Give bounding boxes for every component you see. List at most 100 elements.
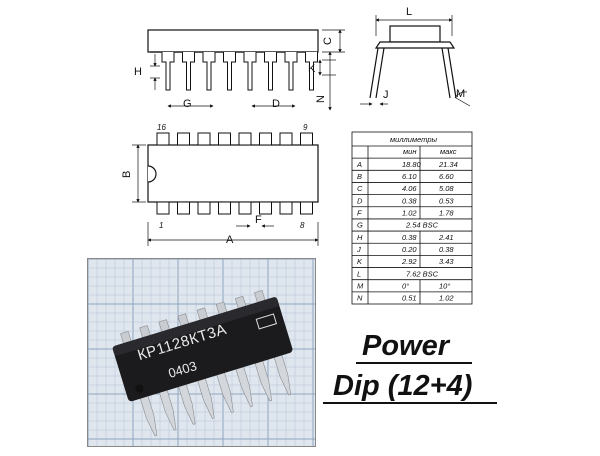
dim-label-j: J	[383, 89, 389, 101]
table-cell-min: 0.51	[402, 294, 417, 303]
side-pin	[223, 52, 236, 91]
table-cell-span: 2.54 BSC	[405, 221, 439, 230]
caption-underline-1	[356, 362, 472, 364]
table-title: миллиметры	[390, 135, 438, 144]
table-row-key: A	[356, 160, 362, 169]
top-pin-upper	[259, 132, 272, 146]
table-row-key: C	[357, 184, 363, 193]
table-cell-span: 7.62 BSC	[406, 269, 439, 278]
top-pin-upper	[279, 132, 293, 146]
manufacturer-logo	[255, 313, 278, 330]
table-row-key: F	[357, 209, 362, 218]
top-pin-lower	[197, 201, 211, 215]
caption-line2: Dip (12+4)	[333, 370, 473, 402]
table-cell-min: 0.20	[402, 245, 417, 254]
table-row-key: G	[357, 221, 363, 230]
end-view	[360, 15, 471, 107]
photo-pin-bottom	[235, 364, 253, 408]
side-pin	[202, 52, 216, 91]
top-view	[132, 132, 319, 246]
table-row-key: L	[357, 269, 361, 278]
table-header-max: макс	[440, 147, 457, 156]
side-pin	[284, 52, 298, 91]
top-pin-upper	[218, 132, 231, 146]
dim-label-n: N	[315, 95, 327, 103]
side-view-pins	[161, 52, 318, 91]
side-view	[147, 29, 345, 111]
dim-label-g: G	[183, 98, 192, 110]
top-pin-lower	[177, 201, 190, 215]
dim-label-d: D	[272, 98, 280, 110]
table-cell-min: 4.06	[402, 184, 417, 193]
chip-body	[112, 289, 293, 437]
side-pin	[182, 52, 195, 91]
pin-number-9: 9	[303, 123, 308, 132]
table-cell-min: 0°	[402, 281, 409, 290]
pin-number-16: 16	[157, 123, 166, 132]
table-cell-min: 18.80	[402, 160, 422, 169]
dim-label-h: H	[134, 66, 142, 78]
table-cell-max: 5.08	[439, 184, 454, 193]
table-row-key: K	[357, 257, 363, 266]
side-pin	[161, 52, 175, 91]
photo-pin-bottom	[177, 382, 196, 425]
caption-underline-2	[323, 402, 497, 404]
top-pin-lower	[218, 201, 231, 215]
pin-number-8: 8	[300, 221, 305, 230]
chip-photo: КР1128КТ3А 0403	[87, 258, 316, 447]
table-cell-max: 0.38	[439, 245, 454, 254]
caption-line1: Power	[362, 330, 450, 362]
top-pin-upper	[156, 132, 170, 146]
table-cell-max: 1.78	[439, 209, 454, 218]
top-pin-lower	[300, 201, 313, 215]
table-cell-max: 1.02	[439, 294, 454, 303]
table-row-key: D	[357, 196, 363, 205]
table-cell-min: 6.10	[402, 172, 417, 181]
dim-label-b: B	[121, 171, 133, 178]
table-cell-max: 2.41	[438, 233, 454, 242]
side-pin	[305, 52, 318, 91]
photo-pin-bottom	[273, 353, 292, 396]
top-pin-lower	[156, 201, 170, 215]
top-pin-upper	[177, 132, 190, 146]
table-cell-min: 2.92	[401, 257, 417, 266]
side-pin	[264, 52, 277, 91]
table-header-min: мин	[403, 147, 416, 156]
table-row-key: H	[357, 233, 363, 242]
top-pin-upper	[238, 132, 252, 146]
table-cell-min: 0.38	[402, 196, 417, 205]
dim-label-a: A	[226, 234, 234, 246]
table-cell-min: 1.02	[402, 209, 417, 218]
table-cell-max: 0.53	[439, 196, 454, 205]
top-pin-lower	[238, 201, 252, 215]
top-pin-upper	[300, 132, 313, 146]
photo-pin-bottom	[139, 394, 158, 437]
table-cell-min: 0.38	[402, 233, 417, 242]
dimension-table	[351, 131, 473, 305]
table-cell-max: 6.60	[439, 172, 454, 181]
table-row-key: N	[357, 294, 363, 303]
table-row-key: M	[357, 281, 364, 290]
table-row-key: B	[357, 172, 362, 181]
top-pin-lower	[259, 201, 272, 215]
photo-pin-bottom	[215, 370, 234, 414]
table-row-key: J	[356, 245, 361, 254]
top-pin-lower	[279, 201, 293, 215]
table-body: A 18.80 21.34B 6.10 6.60C 4.06 5.08D 0.38 0.53F 1…	[356, 160, 458, 303]
side-pin	[243, 52, 257, 91]
pin-number-1: 1	[159, 221, 163, 230]
table-cell-max: 21.34	[438, 160, 458, 169]
table-cell-max: 3.43	[439, 257, 454, 266]
dim-label-f: F	[255, 214, 262, 226]
top-pin-upper	[197, 132, 211, 146]
photo-pin-bottom	[254, 358, 272, 402]
dim-label-k: K	[308, 63, 316, 75]
dim-label-c: C	[322, 37, 334, 45]
dim-label-l: L	[406, 6, 412, 18]
table-cell-max: 10°	[439, 281, 450, 290]
chip-photo-art	[88, 259, 315, 446]
dim-label-m: M	[456, 88, 465, 100]
top-view-pins	[156, 132, 313, 215]
